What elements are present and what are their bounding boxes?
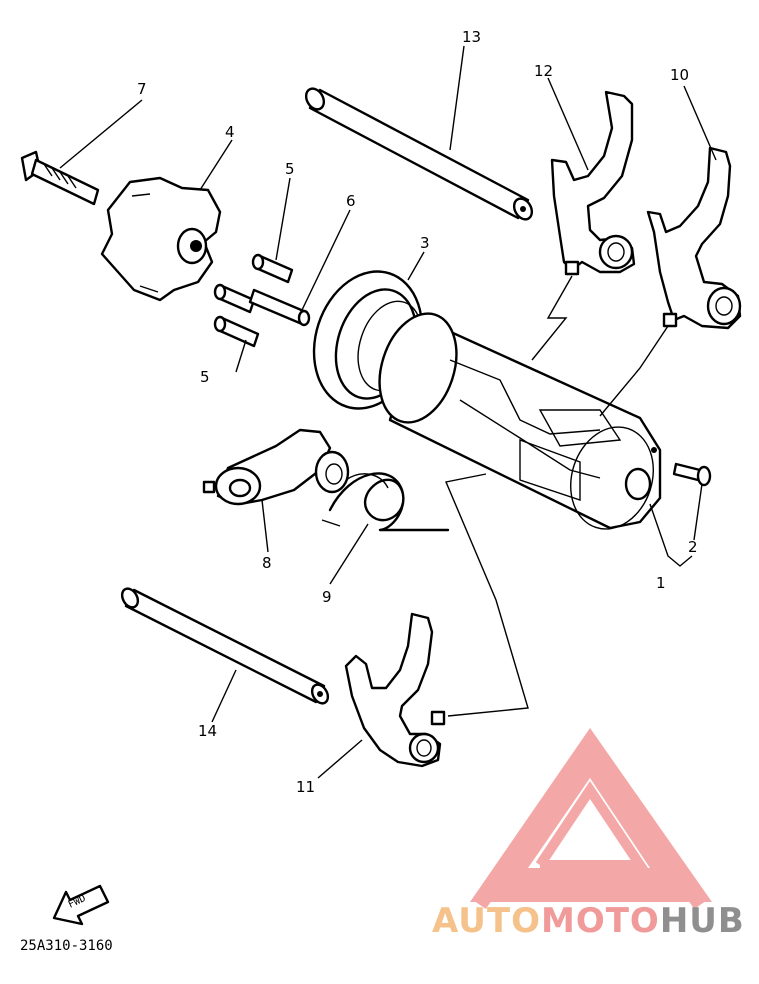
callout-4: 4 <box>225 123 235 141</box>
callout-9: 9 <box>322 588 332 606</box>
leader-lines <box>59 45 717 779</box>
callout-6: 6 <box>346 192 356 210</box>
callout-14: 14 <box>198 722 217 740</box>
part-5-pin-upper <box>251 253 294 284</box>
part-8-stopper-lever <box>202 428 350 506</box>
part-6-long-pin <box>248 288 311 327</box>
watermark-part-auto: AUTO <box>432 901 541 941</box>
part-1-shift-drum <box>378 312 662 530</box>
callout-5a: 5 <box>285 160 295 178</box>
watermark-text: AUTOMOTOHUB <box>432 901 745 941</box>
callout-10: 10 <box>670 66 689 84</box>
part-10-shift-fork <box>646 146 742 330</box>
watermark-logo <box>470 728 712 909</box>
callout-5b: 5 <box>200 368 210 386</box>
part-5-pin-middle <box>213 283 256 314</box>
callout-11: 11 <box>296 778 315 796</box>
callout-12: 12 <box>534 62 553 80</box>
callout-8: 8 <box>262 554 272 572</box>
part-2-screw <box>672 462 712 487</box>
callout-labels: 1 2 3 4 5 6 5 7 8 9 10 11 12 13 14 <box>137 28 698 796</box>
part-5-pin-lower <box>213 315 260 348</box>
fwd-direction-arrow: FWD <box>52 884 110 926</box>
callout-3: 3 <box>420 234 430 252</box>
part-11-shift-fork <box>344 612 446 768</box>
callout-2: 2 <box>688 538 698 556</box>
part-7-bolt <box>20 150 100 206</box>
diagram-code: 25A310-3160 <box>20 938 113 954</box>
part-9-torsion-spring <box>321 472 450 532</box>
callout-13: 13 <box>462 28 481 46</box>
callout-7: 7 <box>137 80 147 98</box>
callout-1: 1 <box>656 574 666 592</box>
watermark-part-hub: HUB <box>660 901 745 941</box>
part-14-shift-fork-shaft <box>120 587 330 705</box>
part-12-shift-fork <box>550 90 636 276</box>
part-13-shift-fork-shaft <box>304 87 534 221</box>
watermark-part-moto: MOTO <box>541 901 660 941</box>
part-4-segment <box>100 176 222 302</box>
